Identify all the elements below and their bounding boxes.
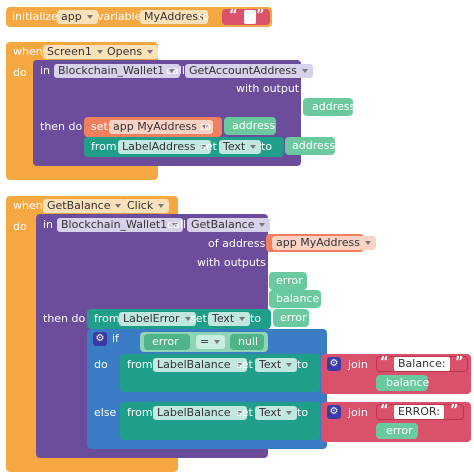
if-label: if <box>112 332 119 345</box>
error-string-field[interactable]: ERROR: <box>394 405 444 419</box>
text-property-dropdown-3[interactable]: Text <box>208 312 251 326</box>
close-quote: ” <box>450 403 459 418</box>
with-output-label: with output <box>236 82 300 95</box>
balance-string-field[interactable]: Balance: <box>394 357 450 371</box>
to-label-4: to <box>297 358 309 371</box>
address-value-block[interactable] <box>224 117 276 135</box>
error-output-block[interactable] <box>269 272 307 290</box>
label-balance-dropdown-2[interactable]: LabelBalance <box>153 406 247 420</box>
compare-left-block[interactable] <box>144 334 190 350</box>
getbalance-method-dropdown[interactable]: GetBalance <box>187 218 271 232</box>
error-value-label: error <box>280 311 307 324</box>
of-address-label: of address <box>208 237 266 250</box>
set-label-3: set <box>190 312 207 325</box>
set-label-2: set <box>200 140 217 153</box>
call-label-3: call <box>167 218 186 231</box>
do-label-3: do <box>13 220 27 233</box>
join-label-2: join <box>348 406 368 419</box>
compare-left-label: error <box>152 335 179 348</box>
gear-icon[interactable]: ⚙ <box>93 332 107 346</box>
balance-join-var-label: balance <box>386 376 430 389</box>
from-label: from <box>91 140 117 153</box>
getbalance-component-dropdown[interactable]: GetBalance <box>43 199 127 213</box>
address-param-label: address <box>312 100 356 113</box>
call-label: call <box>166 64 185 77</box>
opens-event-dropdown[interactable]: Opens <box>103 45 159 59</box>
else-label: else <box>94 406 117 419</box>
with-outputs-label: with outputs <box>197 256 266 269</box>
in-label: in <box>40 64 51 77</box>
open-quote: “ <box>380 355 389 370</box>
then-do-label-3: then do <box>43 312 86 325</box>
to-label-2: to <box>261 140 273 153</box>
from-label-4: from <box>127 358 153 371</box>
close-quote: ” <box>256 8 265 23</box>
gear-icon[interactable]: ⚙ <box>327 405 341 419</box>
address-get-block[interactable] <box>285 137 335 155</box>
null-block[interactable] <box>230 334 264 350</box>
to-label-3: to <box>250 312 262 325</box>
do-label-if: do <box>94 358 108 371</box>
null-label: null <box>238 335 259 348</box>
wallet-component-dropdown-3[interactable]: Blockchain_Wallet1 <box>57 218 184 232</box>
from-label-5: from <box>127 406 153 419</box>
scope-dropdown[interactable]: app <box>57 10 98 24</box>
initialize-label: initialize <box>12 10 58 23</box>
address-value-label: address <box>232 119 276 132</box>
error-join-var-block[interactable] <box>376 423 418 439</box>
text-property-dropdown-4[interactable]: Text <box>255 358 298 372</box>
variable-label: variable <box>97 10 142 23</box>
label-address-dropdown[interactable]: LabelAddress <box>118 140 212 154</box>
balance-output-block[interactable] <box>269 290 321 308</box>
error-join-var-label: error <box>386 424 413 437</box>
balance-join-var-block[interactable] <box>376 375 428 391</box>
join-label: join <box>348 358 368 371</box>
when-label: when <box>13 45 43 58</box>
gear-icon[interactable]: ⚙ <box>327 357 341 371</box>
set-to-label: to <box>200 120 212 133</box>
from-label-3: from <box>94 312 120 325</box>
set-label-4: set <box>236 358 253 371</box>
label-error-dropdown[interactable]: LabelError <box>119 312 196 326</box>
click-event-dropdown[interactable]: Click <box>123 199 170 213</box>
label-balance-dropdown[interactable]: LabelBalance <box>153 358 247 372</box>
to-label-5: to <box>297 406 309 419</box>
open-quote: “ <box>380 403 389 418</box>
error-output-label: error <box>276 274 303 287</box>
variable-name-field[interactable]: MyAddress <box>140 10 208 24</box>
compare-operator-dropdown[interactable]: = <box>196 335 226 349</box>
address-get-label: address <box>292 139 336 152</box>
screen-component-dropdown[interactable]: Screen1 <box>43 45 108 59</box>
text-property-dropdown[interactable]: Text <box>219 140 262 154</box>
error-value-block[interactable] <box>273 309 309 327</box>
set-label-5: set <box>236 406 253 419</box>
in-label-3: in <box>43 218 54 231</box>
to-label: to <box>198 10 210 23</box>
do-label: do <box>13 66 27 79</box>
wallet-component-dropdown[interactable]: Blockchain_Wallet1 <box>54 64 181 78</box>
when-label-3: when <box>13 199 43 212</box>
close-quote: ” <box>455 355 464 370</box>
address-param-block[interactable] <box>303 98 353 116</box>
balance-output-label: balance <box>276 292 320 305</box>
open-quote: “ <box>229 8 238 23</box>
set-variable-dropdown[interactable]: app MyAddress <box>109 120 214 134</box>
empty-string-field[interactable] <box>244 10 256 24</box>
method-dropdown[interactable]: GetAccountAddress <box>185 64 313 78</box>
then-do-label: then do <box>40 120 83 133</box>
get-variable-dropdown[interactable]: app MyAddress <box>272 236 377 250</box>
text-property-dropdown-5[interactable]: Text <box>255 406 298 420</box>
set-label: set <box>91 120 108 133</box>
